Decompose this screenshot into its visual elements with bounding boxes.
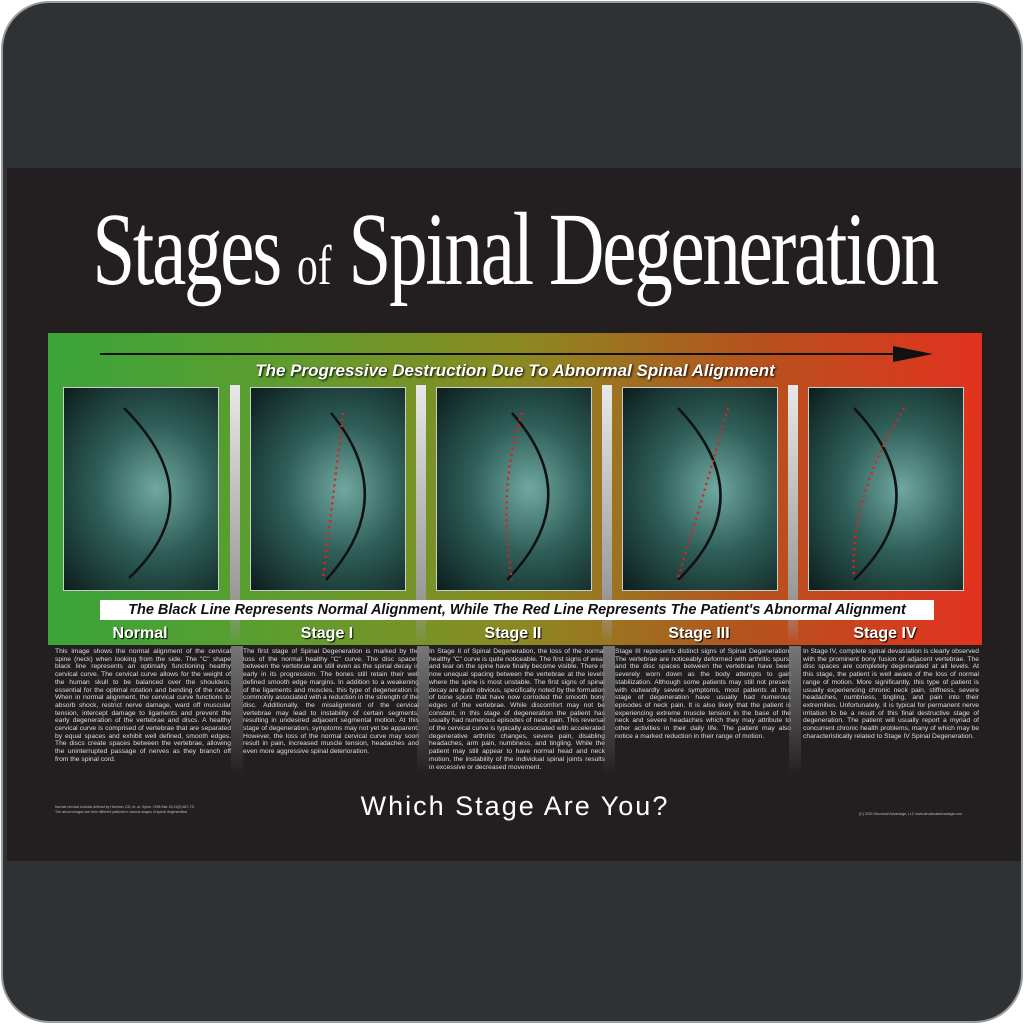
xray-stage-2: [436, 387, 592, 591]
stage-label-3: Stage III: [668, 625, 730, 642]
divider: [230, 385, 240, 645]
xray-normal: [63, 387, 219, 591]
footnote-line: Normal cervical lordosis defined by Harr…: [55, 805, 195, 809]
arrow-right-icon: [893, 346, 933, 362]
footnote-line: The above images are from different pati…: [55, 810, 189, 814]
title-word: Spinal Degeneration: [348, 192, 939, 307]
divider: [416, 385, 426, 645]
description-normal: This image shows the normal alignment of…: [55, 648, 231, 763]
divider: [417, 646, 429, 776]
alignment-caption: The Black Line Represents Normal Alignme…: [100, 600, 934, 620]
stage-label-1: Stage I: [300, 625, 354, 642]
divider: [603, 646, 615, 776]
divider: [602, 385, 612, 645]
xray-stage-1: [250, 387, 406, 591]
description-stage-2: In Stage II of Spinal Degeneration, the …: [429, 648, 605, 771]
poster-title: Stages of Spinal Degeneration: [7, 190, 1021, 310]
stage-label-4: Stage IV: [853, 625, 917, 642]
xray-stage-4: [808, 387, 964, 591]
copyright: (C) 2003 Structural Advantage, LLC www.s…: [859, 812, 963, 816]
title-word: Stages: [92, 192, 283, 307]
stage-label-normal: Normal: [112, 625, 168, 642]
poster-title-text: Stages of Spinal Degeneration: [92, 190, 940, 326]
poster: Stages of Spinal Degeneration The Progre…: [7, 168, 1021, 861]
description-stage-1: The first stage of Spinal Degeneration i…: [243, 648, 419, 756]
divider: [231, 646, 243, 776]
description-stage-4: In Stage IV, complete spinal devastation…: [803, 648, 979, 740]
footnote: Normal cervical lordosis defined by Harr…: [55, 805, 194, 815]
title-of: of: [297, 235, 332, 297]
arrow-line: [100, 353, 900, 355]
xray-stage-3: [622, 387, 778, 591]
description-stage-3: Stage III represents distinct signs of S…: [615, 648, 791, 740]
stage-label-2: Stage II: [484, 625, 542, 642]
question-heading: Which Stage Are You?: [360, 791, 670, 821]
progression-banner: The Progressive Destruction Due To Abnor…: [48, 333, 982, 645]
divider: [788, 385, 798, 645]
subtitle: The Progressive Destruction Due To Abnor…: [255, 361, 775, 380]
divider: [789, 646, 801, 776]
